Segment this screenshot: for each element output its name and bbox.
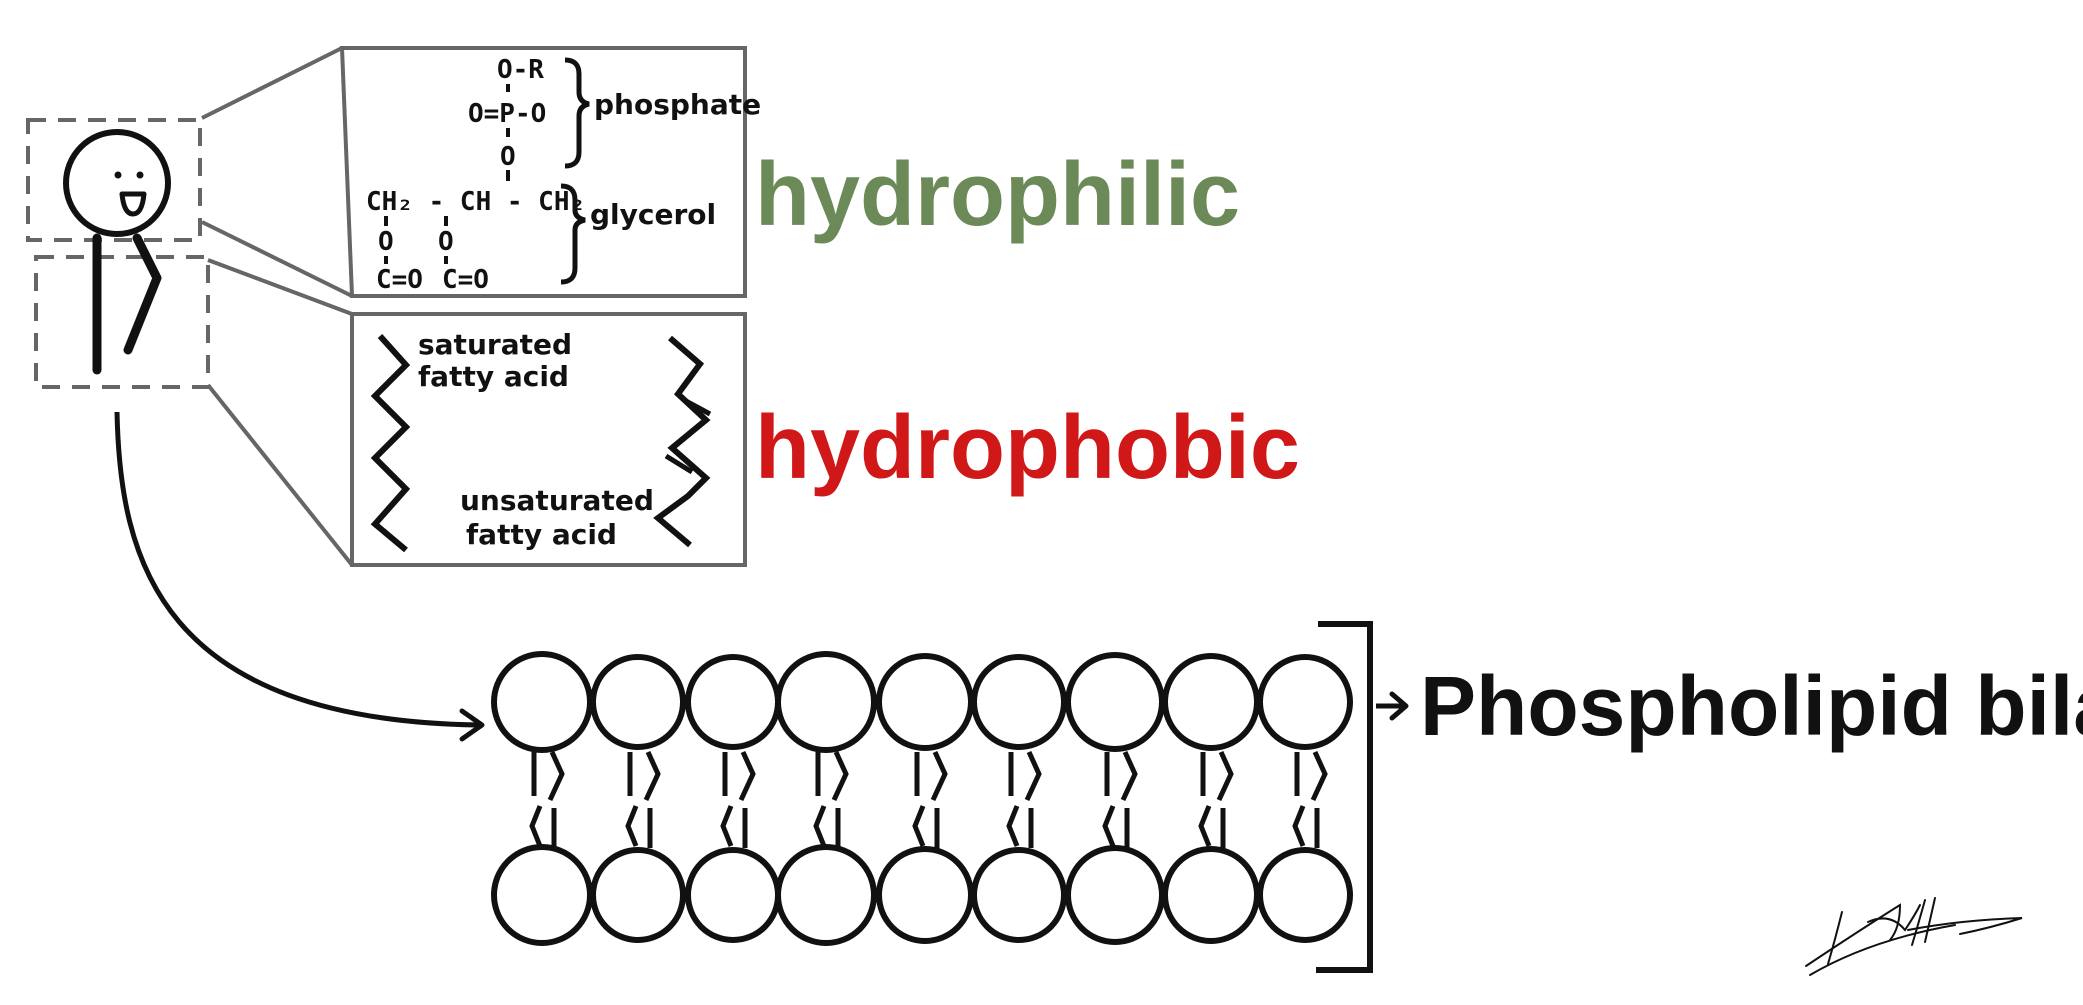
bottom-lipid-head [876,846,974,944]
head-box-frame [339,46,747,298]
bottom-leaflet [491,805,1353,946]
bottom-lipid-tail-kinked [1292,805,1306,847]
connection-arrowhead [459,708,485,742]
top-lipid-head [876,653,974,751]
figure-tail-kinked [123,233,162,355]
phosphate-center-text: O=P-O [468,99,546,129]
saturated-label-line-1: saturated [418,328,572,361]
figure-head [63,129,171,237]
bottom-lipid-head [1065,845,1165,945]
bottom-lipid-head [491,844,593,946]
top-lipid-head [590,654,686,750]
figure-mouth [119,191,147,217]
unsaturated-label-line-1: unsaturated [460,484,654,517]
ester-o-text: O [500,142,516,172]
hydrophobic-label: hydrophobic [755,398,1300,498]
carbonyl-text-1: C=O [376,265,423,295]
bottom-lipid-tail-kinked [529,805,543,847]
bottom-lipid-head [590,847,686,943]
head-highlight-box [26,118,202,242]
bottom-lipid-tail-kinked [1006,805,1020,847]
bottom-lipid-tail-kinked [625,805,639,847]
top-lipid-tail-kinked [1310,750,1328,802]
bilayer-bracket [1316,621,1373,973]
bottom-lipid-tail-kinked [912,805,926,847]
bottom-lipid-tail-kinked [720,805,734,847]
or-group-text: O-R [497,55,544,85]
artist-signature [1805,897,2023,976]
top-lipid-head [491,651,593,753]
top-lipid-tail-kinked [1120,750,1138,802]
top-lipid-tail-kinked [1024,750,1042,802]
bottom-lipid-tail-kinked [1102,805,1116,847]
phospholipid-figure [26,118,485,742]
glycerol-backbone-text: CH₂ - CH - CH₂ [366,187,585,217]
figure-eye-right [136,171,144,179]
top-lipid-tail-kinked [738,750,756,802]
glycerol-brace [560,183,586,285]
phosphate-label: phosphate [594,88,761,121]
bottom-lipid-head [685,847,781,943]
bottom-lipid-head [971,847,1067,943]
ester-link-text-1: O [378,227,394,257]
carbonyl-text-2: C=O [442,265,489,295]
bilayer-arrowhead [1389,691,1409,721]
hydrophilic-label: hydrophilic [755,145,1240,245]
top-lipid-tail-kinked [930,750,948,802]
bottom-lipid-tail-kinked [813,805,827,847]
bilayer-label: Phospholipid bilayer [1420,659,2083,753]
top-lipid-tail-kinked [1216,750,1234,802]
double-bond-1 [682,397,712,417]
top-lipid-tail-kinked [831,750,849,802]
tail-highlight-box [34,255,210,389]
bottom-lipid-head [1257,847,1353,943]
zoom-lines [201,46,354,567]
top-lipid-head [1162,653,1260,751]
saturated-label-line-2: fatty acid [418,360,569,393]
bottom-lipid-head [1162,846,1260,944]
figure-eye-left [114,171,122,179]
unsaturated-label-line-2: fatty acid [466,518,617,551]
head-detail-box: O-R O=P-O O CH₂ - CH - CH₂ O O C=O C=O p… [339,46,761,298]
double-bond-2 [664,453,694,475]
saturated-chain [370,333,411,553]
top-lipid-tail-kinked [643,750,661,802]
tail-detail-box: saturated fatty acid unsaturated fatty a… [350,312,747,567]
top-lipid-head [971,654,1067,750]
top-lipid-head [1257,654,1353,750]
ester-link-text-2: O [438,227,454,257]
top-lipid-head [775,651,877,753]
top-lipid-tail-kinked [547,750,565,802]
bottom-lipid-head [775,844,877,946]
top-lipid-head [685,654,781,750]
bottom-lipid-tail-kinked [1198,805,1212,847]
phospholipid-bilayer: Phospholipid bilayer [491,621,2083,973]
top-leaflet [491,651,1353,802]
top-lipid-head [1065,652,1165,752]
phosphate-brace [564,57,590,169]
unsaturated-chain [653,335,711,548]
connection-arrow [114,411,479,728]
glycerol-label: glycerol [590,198,716,231]
